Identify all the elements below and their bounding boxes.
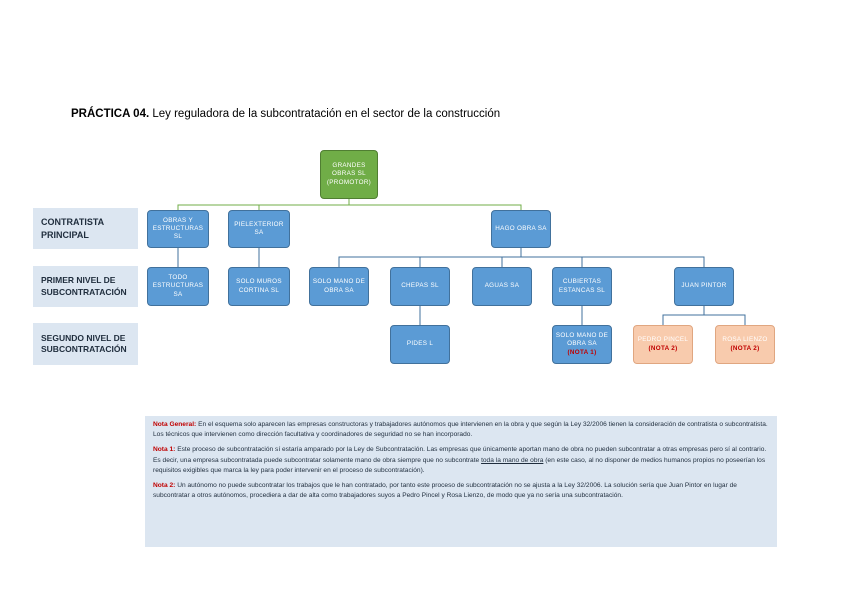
nota-general: Nota General: En el esquema solo aparece… <box>153 421 768 439</box>
connector-promotor <box>177 199 522 210</box>
node-grandes-obras-promotor: GRANDES OBRAS SL (PROMOTOR) <box>320 150 378 199</box>
notes-box: Nota General: En el esquema solo aparece… <box>145 416 777 547</box>
node-chepas: CHEPAS SL <box>390 267 450 306</box>
node-juan-pintor: JUAN PINTOR <box>674 267 734 306</box>
connector-juan <box>662 306 746 325</box>
row-label-contratista-principal: CONTRATISTA PRINCIPAL <box>33 208 138 249</box>
node-pides: PIDES L <box>390 325 450 364</box>
node-hago-obra: HAGO OBRA SA <box>491 210 551 248</box>
node-pedro-pincel: PEDRO PINCEL(NOTA 2) <box>633 325 693 364</box>
nota-1-tag: (NOTA 1) <box>567 348 597 356</box>
node-todo-estructuras: TODO ESTRUCTURAS SA <box>147 267 209 306</box>
node-solo-muros-cortina: SOLO MUROS CORTINA SL <box>228 267 290 306</box>
row-label-segundo-nivel: SEGUNDO NIVEL DE SUBCONTRATACIÓN <box>33 323 138 365</box>
node-aguas: AGUAS SA <box>472 267 532 306</box>
connector-hago <box>338 248 705 267</box>
node-solo-mano-de-obra-1: SOLO MANO DE OBRA SA <box>309 267 369 306</box>
node-obras-y-estructuras: OBRAS Y ESTRUCTURAS SL <box>147 210 209 248</box>
nota-2-tag: (NOTA 2) <box>648 344 678 352</box>
row-label-primer-nivel: PRIMER NIVEL DE SUBCONTRATACIÓN <box>33 266 138 307</box>
nota-2: Nota 2: Un autónomo no puede subcontrata… <box>153 482 737 500</box>
nota-2-tag: (NOTA 2) <box>730 344 760 352</box>
node-solo-mano-de-obra-2: SOLO MANO DE OBRA SA(NOTA 1) <box>552 325 612 364</box>
node-cubiertas-estancas: CUBIERTAS ESTANCAS SL <box>552 267 612 306</box>
page-title: PRÁCTICA 04. Ley reguladora de la subcon… <box>71 108 501 120</box>
nota-1: Nota 1: Este proceso de subcontratación … <box>153 446 767 474</box>
node-pielexterior: PIELEXTERIOR SA <box>228 210 290 248</box>
node-rosa-lienzo: ROSA LIENZO(NOTA 2) <box>715 325 775 364</box>
